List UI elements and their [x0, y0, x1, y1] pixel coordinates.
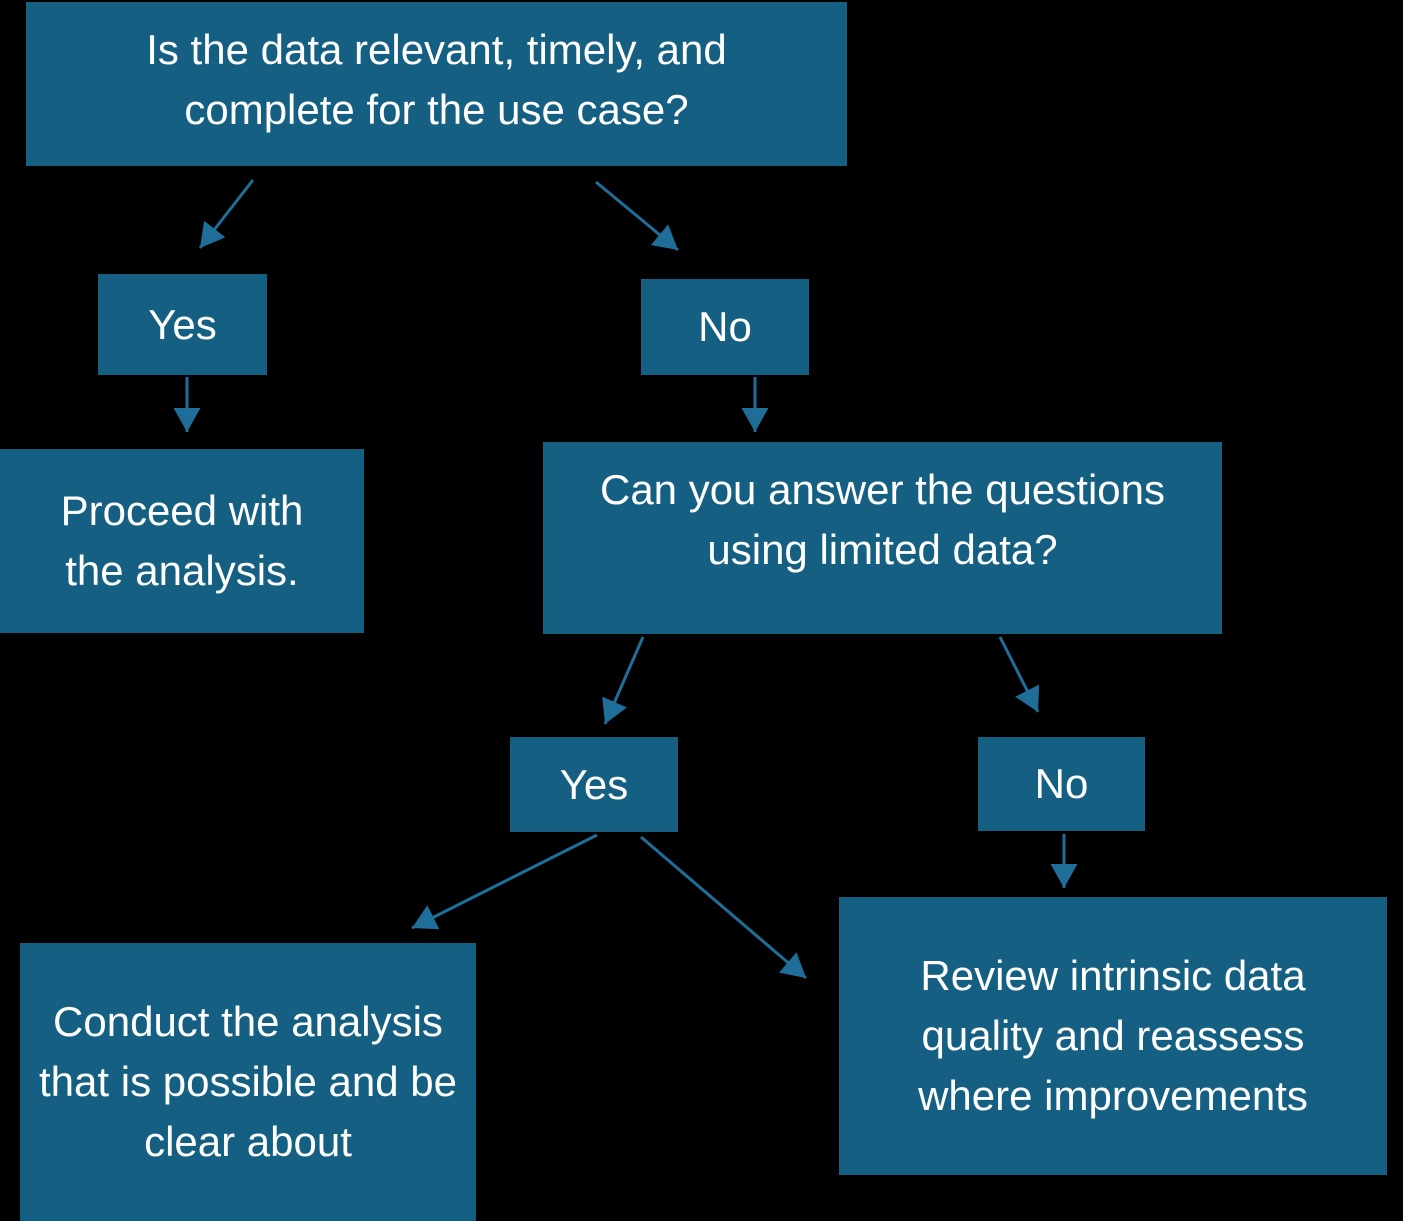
node-review-data-quality-text: Review intrinsic data quality and reasse…: [918, 952, 1308, 1119]
node-proceed-with-analysis-text: Proceed with the analysis.: [60, 487, 304, 594]
node-root-question: Is the data relevant, timely, and comple…: [26, 2, 847, 166]
node-branch2-yes: Yes: [510, 737, 678, 832]
node-branch1-no: No: [641, 279, 809, 375]
node-branch2-no: No: [978, 737, 1145, 831]
node-branch2-yes-label: Yes: [559, 760, 629, 808]
edge-question2-to-no2: [998, 636, 1040, 713]
node-conduct-analysis-text: Conduct the analysis that is possible an…: [39, 998, 457, 1165]
edge-root-to-yes1: [198, 179, 255, 249]
node-root-question-text: Is the data relevant, timely, and comple…: [146, 26, 727, 133]
node-question-limited-data-text: Can you answer the questions using limit…: [599, 466, 1165, 573]
node-branch1-yes: Yes: [98, 274, 267, 375]
edge-yes2-to-review: [640, 835, 807, 980]
node-branch2-no-label: No: [1034, 760, 1089, 807]
node-branch1-no-label: No: [698, 303, 752, 350]
node-branch1-yes-label: Yes: [148, 300, 217, 348]
edge-yes2-to-conduct: [411, 833, 598, 930]
node-conduct-analysis: Conduct the analysis that is possible an…: [20, 943, 476, 1221]
node-question-limited-data: Can you answer the questions using limit…: [543, 442, 1222, 634]
edge-question2-to-yes2: [602, 636, 645, 725]
edge-root-to-no1: [595, 180, 679, 252]
node-review-data-quality: Review intrinsic data quality and reasse…: [839, 897, 1387, 1175]
node-proceed-with-analysis: Proceed with the analysis.: [0, 449, 364, 633]
